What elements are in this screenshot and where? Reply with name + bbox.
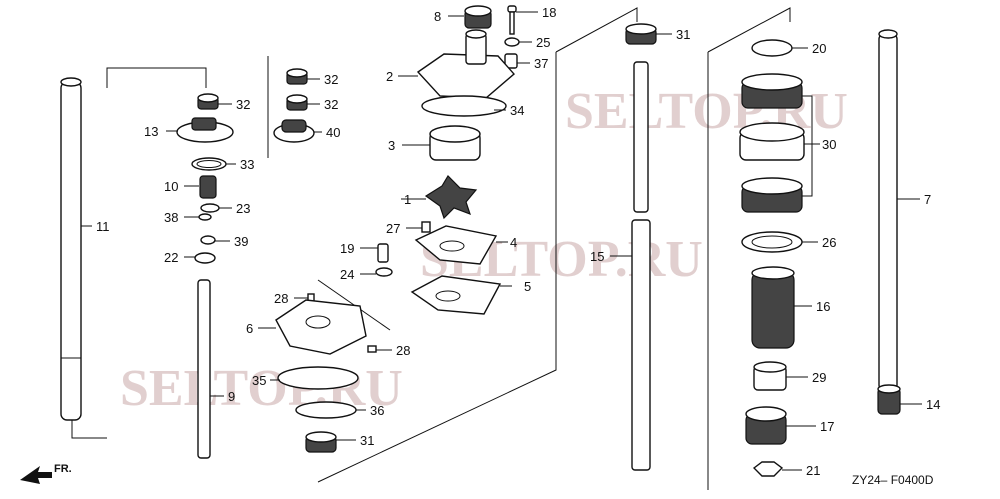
- callout-38: 38: [164, 210, 178, 225]
- diagram-code: ZY24– F0400D: [852, 473, 934, 487]
- part-18-bolt: [507, 5, 538, 35]
- part-20-race: [751, 39, 808, 57]
- part-31-seal-top: [625, 23, 672, 45]
- callout-8: 8: [434, 9, 441, 24]
- part-21-nut: [752, 461, 802, 477]
- callout-32-left: 32: [236, 97, 250, 112]
- callout-4: 4: [510, 235, 517, 250]
- part-19-bolt: [360, 243, 389, 263]
- part-32-seal-b: [286, 94, 320, 111]
- part-29-bearing: [753, 361, 808, 391]
- callout-32-b: 32: [324, 97, 338, 112]
- part-1-impeller: [401, 175, 478, 220]
- callout-34: 34: [510, 103, 524, 118]
- callout-27: 27: [386, 221, 400, 236]
- callout-17: 17: [820, 419, 834, 434]
- callout-24: 24: [340, 267, 354, 282]
- callout-31-bottom: 31: [360, 433, 374, 448]
- callout-9: 9: [228, 389, 235, 404]
- callout-26: 26: [822, 235, 836, 250]
- part-34-gasket: [421, 95, 507, 117]
- part-37-dowel: [504, 53, 530, 69]
- front-arrow-icon: FR.: [20, 463, 72, 484]
- part-8-grommet: [448, 5, 492, 29]
- callouts: 1 2 3 4 5 6 7 8 9 10 11 13 14 15 16 17 1…: [96, 5, 940, 478]
- callout-20: 20: [812, 41, 826, 56]
- callout-33: 33: [240, 157, 254, 172]
- callout-39: 39: [234, 234, 248, 249]
- watermark: SELTOP.RU: [565, 83, 848, 140]
- part-35-gasket: [270, 366, 359, 390]
- part-15-driveshaft: [610, 61, 651, 471]
- part-17-pinion: [745, 406, 816, 445]
- part-30-bearing-assy: [739, 73, 820, 213]
- callout-23: 23: [236, 201, 250, 216]
- callout-30: 30: [822, 137, 836, 152]
- part-14-grommet: [877, 384, 922, 415]
- part-3-insert: [402, 125, 481, 161]
- callout-15: 15: [590, 249, 604, 264]
- callout-31-top: 31: [676, 27, 690, 42]
- callout-28-b: 28: [396, 343, 410, 358]
- part-5-gasket: [410, 275, 512, 315]
- callout-22: 22: [164, 250, 178, 265]
- callout-32-a: 32: [324, 72, 338, 87]
- part-2-pump-housing: [398, 29, 515, 99]
- callout-6: 6: [246, 321, 253, 336]
- callout-19: 19: [340, 241, 354, 256]
- part-36-oring: [295, 401, 366, 419]
- callout-37: 37: [534, 56, 548, 71]
- part-27-key: [406, 221, 431, 233]
- part-40-seal-kit: [273, 119, 322, 143]
- part-16-sleeve: [751, 266, 812, 349]
- watermark: SELTOP.RU: [120, 360, 403, 417]
- bearing-frame: [707, 7, 791, 490]
- part-38-clip: [184, 213, 212, 221]
- part-25-washer: [504, 37, 532, 47]
- callout-18: 18: [542, 5, 556, 20]
- callout-16: 16: [816, 299, 830, 314]
- front-marker-label: FR.: [54, 463, 72, 475]
- callout-1: 1: [404, 192, 411, 207]
- callout-21: 21: [806, 463, 820, 478]
- part-32-seal-a: [286, 68, 320, 85]
- callout-29: 29: [812, 370, 826, 385]
- part-4-plate: [414, 225, 508, 265]
- callout-13: 13: [144, 124, 158, 139]
- part-23-washer: [200, 203, 232, 213]
- part-39-clip: [200, 235, 230, 245]
- callout-2: 2: [386, 69, 393, 84]
- part-31-seal-bottom: [305, 431, 356, 453]
- part-24-washer: [360, 267, 393, 277]
- part-7-tube: [878, 29, 920, 391]
- callout-14: 14: [926, 397, 940, 412]
- callout-28-a: 28: [274, 291, 288, 306]
- callout-7: 7: [924, 192, 931, 207]
- part-13-housing: [166, 117, 234, 143]
- callout-36: 36: [370, 403, 384, 418]
- part-10-spring: [184, 175, 217, 199]
- callout-11: 11: [96, 219, 110, 234]
- callout-40: 40: [326, 125, 340, 140]
- callout-5: 5: [524, 279, 531, 294]
- part-6-pump-case: [258, 299, 367, 355]
- part-28-pin-b: [367, 345, 392, 353]
- callout-10: 10: [164, 179, 178, 194]
- part-32-seal-left: [197, 93, 232, 110]
- callout-35: 35: [252, 373, 266, 388]
- callout-25: 25: [536, 35, 550, 50]
- callout-3: 3: [388, 138, 395, 153]
- part-22-washer: [184, 252, 216, 264]
- part-9-rod: [197, 279, 224, 459]
- part-33-oring: [191, 157, 236, 171]
- part-26-shim: [741, 231, 818, 253]
- part-11-tube: [60, 77, 92, 421]
